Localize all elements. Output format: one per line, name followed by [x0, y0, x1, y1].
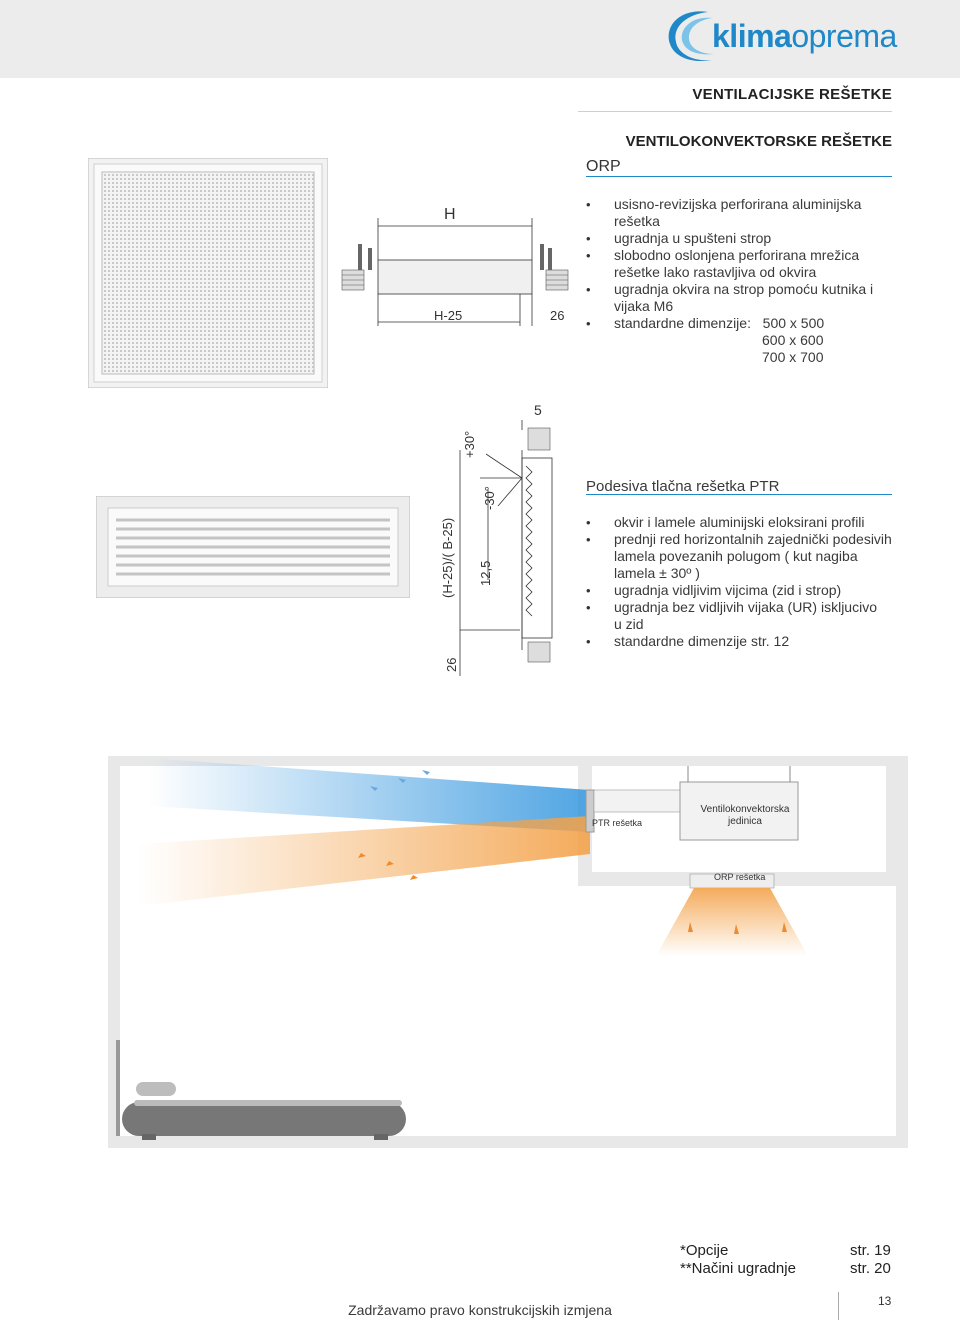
room-installation-diagram	[108, 756, 908, 1148]
list-item: standardne dimenzije str. 12	[586, 633, 906, 650]
ptr-grille-image	[96, 496, 410, 598]
list-item: ugradnja okvira na strop pomoću kutnika …	[586, 281, 896, 315]
list-item: prednji red horizontalnih zajednički pod…	[586, 531, 906, 582]
ptr-label: PTR rešetka	[592, 818, 643, 828]
logo-swoosh-icon	[668, 11, 714, 62]
footer-refs: *Opcije**Načini ugradnje	[680, 1242, 796, 1277]
orp-title-rule	[586, 176, 892, 177]
ptr-dim-5: 5	[534, 402, 542, 418]
page-number: 13	[878, 1294, 892, 1308]
top-bar	[0, 0, 960, 78]
orp-title: ORP	[586, 158, 621, 175]
orp-bullet-list: usisno-revizijska perforirana aluminijsk…	[586, 196, 896, 366]
ptr-dim-hb: (H-25)/( B-25)	[440, 517, 455, 598]
footer-note: Zadržavamo pravo konstrukcijskih izmjena	[348, 1302, 612, 1318]
ptr-dim-125: 12,5	[478, 560, 493, 586]
divider	[578, 111, 892, 112]
ptr-title: Podesiva tlačna rešetka PTR	[586, 478, 780, 495]
orp-dim-h25: H-25	[434, 308, 463, 323]
category-title: VENTILACIJSKE REŠETKE	[692, 86, 892, 103]
ptr-angle-minus: -30°	[482, 486, 497, 510]
ptr-bullet-list: okvir i lamele aluminijski eloksirani pr…	[586, 514, 906, 650]
ptr-section-drawing	[459, 420, 553, 676]
orp-label: ORP rešetka	[714, 872, 766, 882]
list-item: ugradnja bez vidljivih vijaka (UR) isklj…	[586, 599, 906, 633]
page-number-divider	[838, 1292, 839, 1320]
section-title: VENTILOKONVEKTORSKE REŠETKE	[625, 133, 892, 150]
list-item: ugradnja u spušteni strop	[586, 230, 896, 247]
orp-grille-image	[88, 158, 328, 388]
orp-section-drawing	[341, 218, 569, 326]
ptr-dim-26: 26	[444, 657, 459, 672]
orp-dim-h: H	[444, 206, 456, 223]
orp-dim-26: 26	[550, 308, 565, 323]
list-item: slobodno oslonjena perforirana mrežicare…	[586, 247, 896, 281]
list-item: okvir i lamele aluminijski eloksirani pr…	[586, 514, 906, 531]
ptr-title-rule	[586, 494, 892, 495]
ptr-angle-plus: +30°	[462, 430, 477, 458]
list-item: ugradnja vidljivim vijcima (zid i strop)	[586, 582, 906, 599]
list-item: usisno-revizijska perforirana aluminijsk…	[586, 196, 896, 230]
logo-text: klimaoprema	[712, 18, 897, 54]
